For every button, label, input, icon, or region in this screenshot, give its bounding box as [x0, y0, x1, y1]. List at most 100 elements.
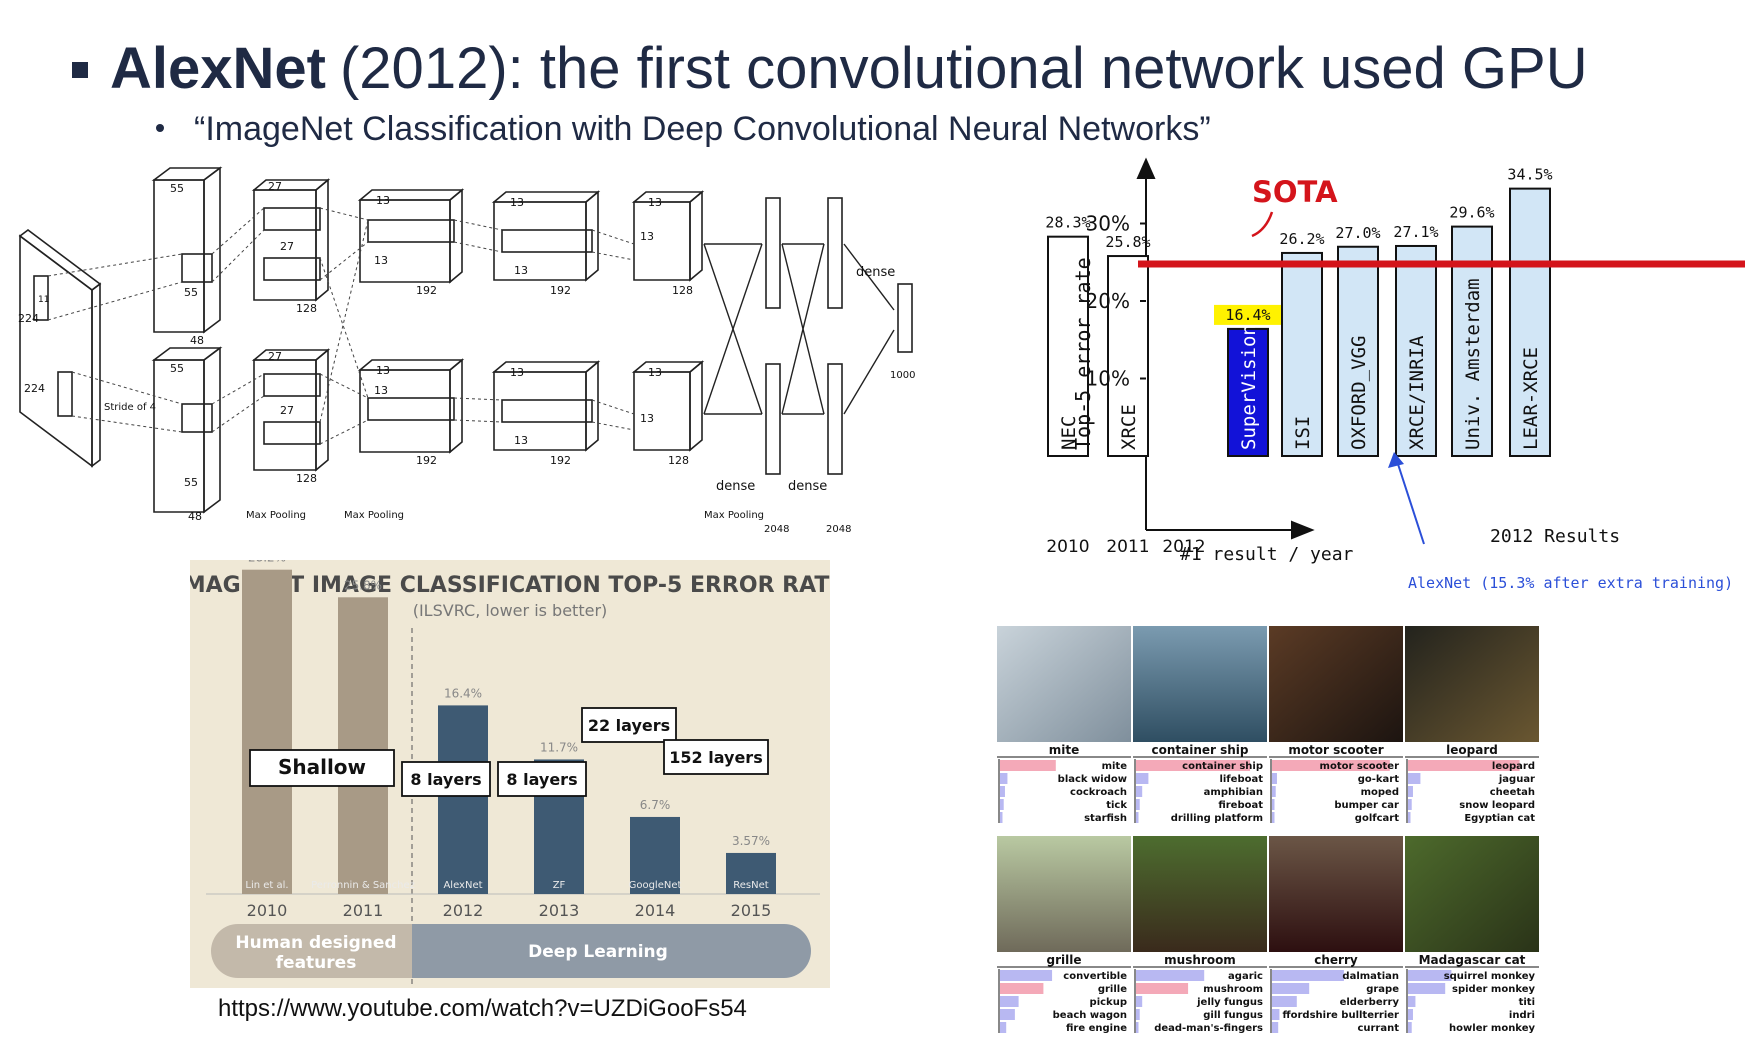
conv3-size-top: 13 [376, 194, 390, 207]
sample-pred-label: golfcart [1355, 813, 1399, 824]
sample-prob-bar [1000, 786, 1005, 797]
sota-bar-value: 26.2% [1279, 230, 1324, 248]
callout-label: 152 layers [669, 748, 762, 767]
video-url[interactable]: https://www.youtube.com/watch?v=UZDiGooF… [218, 995, 747, 1022]
input-kernel-label: 11 [38, 295, 49, 305]
callout-box [401, 761, 491, 797]
dense-label-top: dense [856, 265, 895, 280]
sample-title: container ship [1151, 743, 1248, 757]
conv4-size-bottom-b: 13 [514, 434, 528, 447]
conv5-block-bottom [631, 360, 705, 452]
alexnet-architecture-diagram: 224 224 11 Stride of 4 55 55 48 55 55 48… [18, 166, 915, 535]
sample-prob-bar [1000, 799, 1004, 810]
imagenet-bar-value: 11.7% [540, 740, 578, 754]
sample-prob-bar [1000, 1022, 1007, 1033]
sample-title: motor scooter [1288, 743, 1383, 757]
slide-subtitle: “ImageNet Classification with Deep Convo… [156, 110, 1211, 149]
sota-label: SOTA [1252, 175, 1338, 209]
fc7-top [827, 197, 843, 309]
sota-x-arrow-icon [1291, 520, 1315, 540]
conv5-size-top: 13 [648, 196, 662, 209]
conv3-block-top [357, 188, 465, 284]
sample-pred-label: gill fungus [1203, 1010, 1263, 1021]
sample-prob-bar [1136, 996, 1143, 1007]
imagenet-bar-value: 16.4% [444, 686, 482, 700]
imagenet-bar-value: 28.2% [248, 560, 286, 565]
imagenet-year-label: 2015 [731, 901, 772, 920]
imagenet-bar-sublabel: ZF [553, 880, 566, 891]
sample-photo [1405, 836, 1539, 952]
conv3-size-top-b: 13 [374, 254, 388, 267]
imagenet-bar-sublabel: AlexNet [443, 880, 482, 891]
imagenet-bar-value: 25.8% [344, 578, 382, 592]
sample-prob-bar [1136, 1022, 1139, 1033]
conv2-size-bottom: 27 [268, 350, 282, 363]
imagenet-bar-value: 3.57% [732, 834, 770, 848]
alexnet-pointer-arrow-icon [1395, 457, 1425, 545]
callout-box [249, 749, 395, 787]
sota-ytick-label: 10% [1086, 367, 1130, 391]
sota-highlight [1214, 304, 1282, 325]
imagenet-bar-sublabel: GoogleNet [629, 880, 682, 891]
sample-pred-label: jelly fungus [1196, 997, 1263, 1008]
sample-prob-bar [1408, 1009, 1413, 1020]
sample-pred-label: elderberry [1340, 997, 1400, 1008]
sample-pred-label: mite [1102, 761, 1128, 772]
sample-pred-label: fire engine [1066, 1023, 1127, 1034]
sota-error-chart: 28.3%NEC25.8%XRCE16.4%SuperVision26.2%IS… [1045, 157, 1745, 592]
sample-pred-label: motor scooter [1320, 761, 1400, 772]
sample-pred-label: tick [1106, 800, 1127, 811]
sota-bar-label: OXFORD_VGG [1348, 336, 1370, 450]
imagenet-error-rate-chart: IMAGENET IMAGE CLASSIFICATION TOP-5 ERRO… [190, 560, 830, 988]
sample-title: Madagascar cat [1419, 953, 1526, 967]
sample-pred-label: leopard [1492, 761, 1535, 772]
conv3-size-bottom: 13 [376, 364, 390, 377]
sample-prob-bar [1136, 812, 1139, 823]
sample-prob-bar [1136, 970, 1205, 981]
sample-pred-label: starfish [1084, 813, 1127, 824]
sota-bar [1337, 245, 1379, 457]
sota-bar-label: XRCE [1118, 404, 1140, 450]
maxpool-label-2: Max Pooling [344, 510, 404, 521]
stride-label: Stride of 4 [104, 402, 156, 413]
sample-pred-label: bumper car [1334, 800, 1399, 811]
sota-bar-value: 27.0% [1335, 224, 1380, 242]
sample-pred-label: jaguar [1498, 774, 1535, 785]
sample-photo [1269, 626, 1403, 742]
title-bold: AlexNet [110, 35, 326, 101]
output-size-label: 1000 [890, 370, 915, 381]
fc6-size-label: 2048 [764, 524, 789, 535]
conv1-depth-top: 48 [190, 334, 204, 347]
sample-prob-bar [1408, 970, 1452, 981]
sample-prob-bar [1408, 983, 1446, 994]
sample-prob-bar [1408, 799, 1412, 810]
conv4-block-top [491, 190, 601, 282]
sample-prob-bar [1408, 996, 1416, 1007]
input-width-label: 224 [24, 382, 45, 395]
sample-title: grille [1047, 953, 1082, 967]
sota-year-label: 2010 [1046, 537, 1089, 557]
sample-pred-label: snow leopard [1459, 800, 1535, 811]
dense-label-2: dense [788, 479, 827, 494]
sota-bar [1281, 251, 1323, 457]
era-deep-label: Deep Learning [528, 942, 668, 962]
sample-pred-label: agaric [1228, 971, 1263, 982]
conv1-size-bottom-b: 55 [184, 476, 198, 489]
conv1-block-top [151, 166, 223, 334]
callout-label: 22 layers [588, 716, 670, 735]
conv1-size-bottom: 55 [170, 362, 184, 375]
fc7-size-label: 2048 [826, 524, 851, 535]
conv5-size-top-b: 13 [640, 230, 654, 243]
sample-prob-bar [1136, 983, 1189, 994]
sample-pred-label: howler monkey [1449, 1023, 1535, 1034]
sample-pred-label: cheetah [1490, 787, 1535, 798]
sota-y-label: Top-5 error rate [1071, 257, 1095, 450]
conv3-size-bottom-b: 13 [374, 384, 388, 397]
conv1-size-top-b: 55 [184, 286, 198, 299]
sample-photo [1133, 836, 1267, 952]
imagenet-bar [630, 816, 680, 894]
sample-pred-label: pickup [1090, 997, 1127, 1008]
sample-prob-bar [1408, 1022, 1412, 1033]
